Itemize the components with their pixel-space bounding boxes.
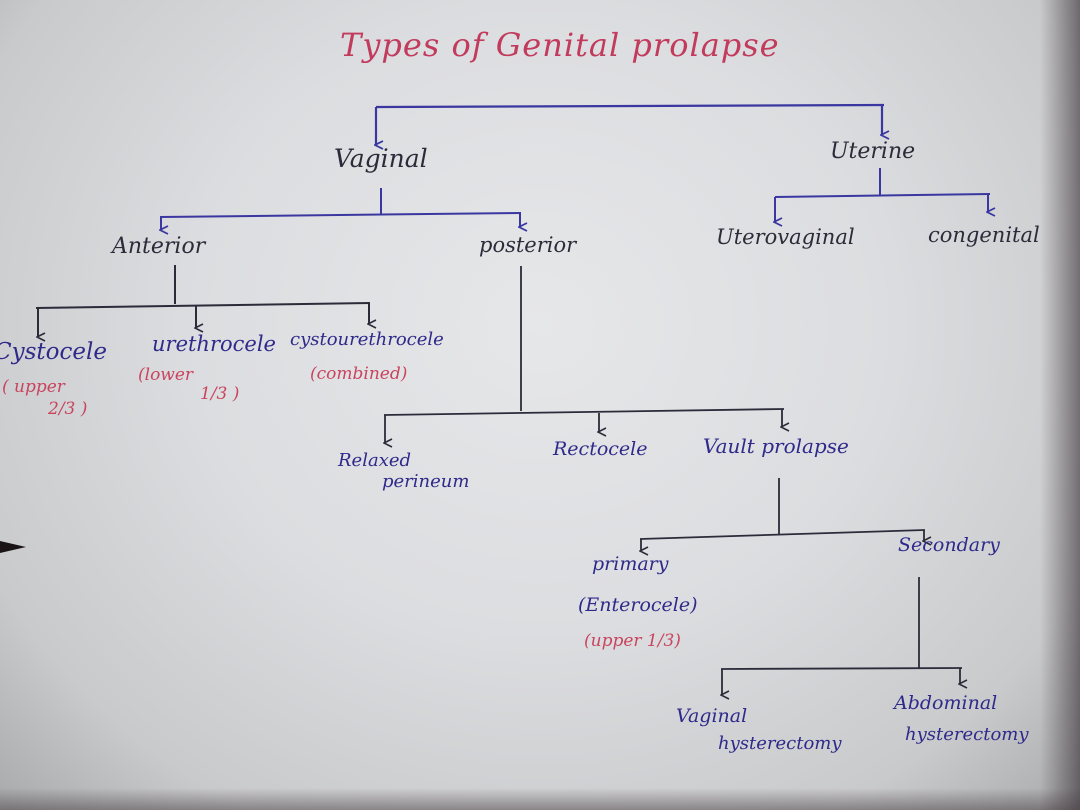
node-secondary: Secondary	[898, 534, 1000, 556]
note-cystocele-line2: 2/3 )	[48, 399, 88, 419]
node-cystourethrocele: cystourethrocele	[290, 329, 444, 350]
node-posterior: posterior	[479, 233, 577, 257]
node-vaginal: Vaginal	[334, 144, 428, 173]
node-anterior: Anterior	[112, 234, 206, 259]
node-vault-prolapse: Vault prolapse	[703, 434, 849, 458]
note-primary: (upper 1/3)	[584, 631, 681, 651]
link-vaginal	[160, 188, 521, 230]
link-uterine-bar	[774, 193, 991, 198]
node-uterovaginal: Uterovaginal	[716, 225, 855, 249]
node-primary: primary	[592, 553, 669, 575]
node-abdominal-hysterectomy-line1: Abdominal	[894, 692, 998, 714]
link-vault	[640, 478, 925, 551]
node-congenital: congenital	[928, 223, 1040, 247]
note-urethrocele-line1: (lower	[138, 365, 194, 385]
link-root	[375, 103, 885, 145]
link-vaginal-bar	[159, 212, 522, 218]
link-posterior-bar	[383, 408, 785, 416]
node-uterine: Uterine	[830, 139, 916, 164]
note-urethrocele-line2: 1/3 )	[200, 384, 240, 404]
node-vaginal-hysterectomy-line2: hysterectomy	[718, 733, 842, 754]
node-relaxed-perineum-line2: perineum	[382, 471, 470, 492]
diagram-title: Types of Genital prolapse	[340, 26, 780, 64]
link-anterior	[35, 265, 371, 337]
link-anterior-bar	[35, 302, 371, 309]
node-vaginal-hysterectomy-line1: Vaginal	[676, 705, 748, 727]
pin-marker	[0, 541, 26, 553]
node-enterocele: (Enterocele)	[578, 594, 698, 616]
node-relaxed-perineum-line1: Relaxed	[338, 450, 412, 471]
link-root-bar	[375, 103, 885, 109]
node-urethrocele: urethrocele	[152, 332, 276, 356]
link-secondary	[721, 577, 962, 695]
node-cystocele: Cystocele	[0, 339, 107, 365]
paper-shadow-right	[1040, 0, 1080, 810]
link-vault-bar	[639, 529, 926, 540]
node-abdominal-hysterectomy-line2: hysterectomy	[905, 724, 1029, 745]
note-cystourethrocele: (combined)	[310, 364, 408, 384]
paper-shadow-bottom	[0, 788, 1080, 810]
link-secondary-bar	[720, 667, 963, 670]
link-uterine	[775, 168, 990, 222]
note-cystocele-line1: ( upper	[2, 377, 65, 397]
link-posterior	[384, 266, 784, 443]
node-rectocele: Rectocele	[553, 438, 648, 460]
